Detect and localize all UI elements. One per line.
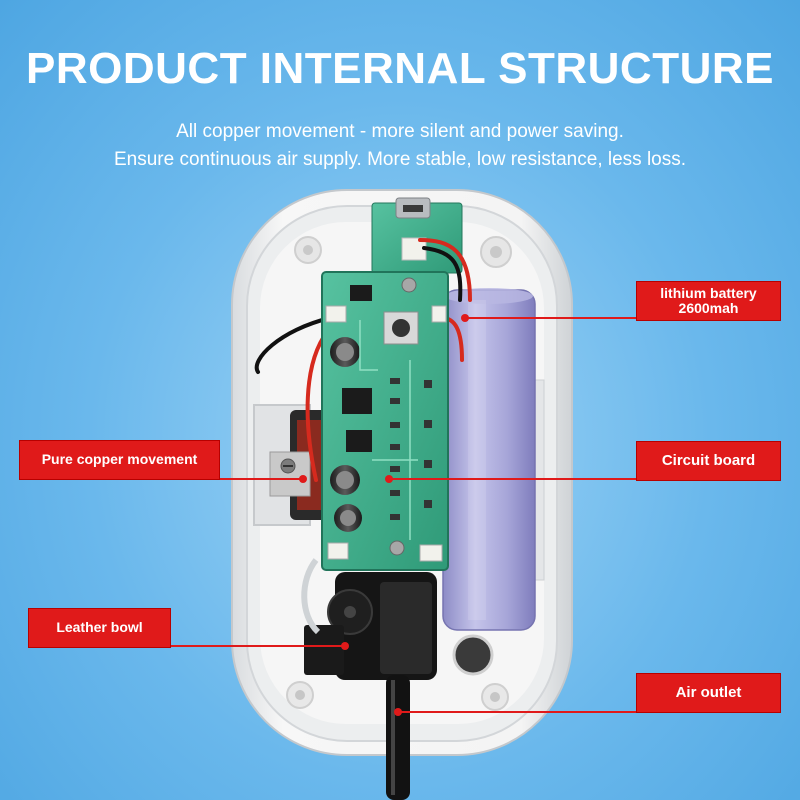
main-circuit-board (321, 271, 449, 571)
callout-leather-bowl: Leather bowl (28, 608, 171, 648)
battery (442, 288, 536, 631)
callout-circuit-board: Circuit board (636, 441, 781, 481)
callout-battery-line2: 2600mah (678, 300, 739, 316)
bottom-vent (452, 634, 494, 676)
screw-posts (286, 236, 512, 711)
air-tube (386, 675, 410, 800)
page-title: PRODUCT INTERNAL STRUCTURE (26, 44, 774, 93)
callout-air-outlet: Air outlet (636, 673, 781, 713)
callout-dots (299, 314, 469, 716)
callout-lithium-battery: lithium battery 2600mah (636, 281, 781, 321)
subtitle-line-1: All copper movement - more silent and po… (176, 121, 624, 142)
pump-housing (301, 558, 437, 680)
usb-board (371, 197, 463, 274)
subtitle-line-2: Ensure continuous air supply. More stabl… (113, 149, 687, 170)
callout-battery-line1: lithium battery (660, 284, 757, 301)
callout-pure-copper-movement: Pure copper movement (19, 440, 220, 480)
callout-lines (171, 317, 636, 713)
